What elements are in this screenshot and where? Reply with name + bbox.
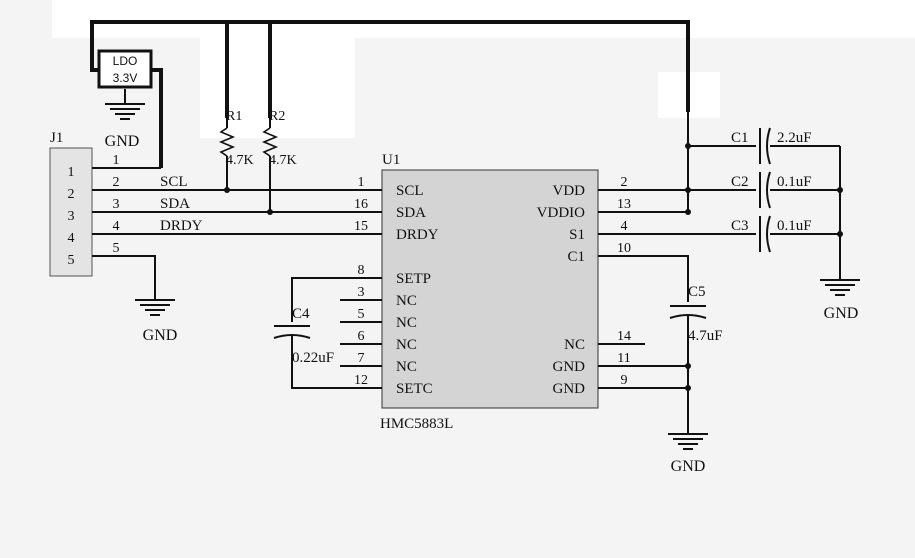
ground-symbol-bottom: [668, 433, 708, 450]
chip-left-pin-number: 16: [354, 197, 368, 212]
chip-right-pin-number: 13: [617, 197, 631, 212]
ldo-voltage-label: 3.3V: [113, 71, 138, 85]
chip-right-pin-number: 9: [621, 373, 628, 388]
chip-left-pin-name: NC: [396, 337, 417, 353]
j1-gnd-label: GND: [143, 327, 178, 344]
capacitor-c3: C3 0.1uF: [731, 215, 812, 253]
ground-symbol-ldo: [105, 103, 145, 120]
wire-pin-5-label: 5: [113, 241, 120, 256]
right-gnd-label: GND: [824, 305, 859, 322]
c5-ref-label: C5: [688, 284, 706, 300]
chip-left-pin-name: NC: [396, 359, 417, 375]
c1-ref-label: C1: [731, 130, 749, 146]
net-label-sda: SDA: [160, 196, 190, 212]
ground-symbol-j1: [135, 299, 175, 316]
chip-right-pin-number: 10: [617, 241, 631, 256]
net-label-scl: SCL: [160, 174, 188, 190]
chip-left-pin-name: DRDY: [396, 227, 439, 243]
chip-right-pin-name: VDDIO: [537, 205, 585, 221]
chip-right-pin-name: GND: [553, 381, 586, 397]
chip-part-label: HMC5883L: [380, 416, 453, 432]
right-junction-dots: [685, 143, 843, 391]
ldo-gnd-label: GND: [105, 133, 140, 150]
c3-value-label: 0.1uF: [777, 218, 812, 234]
chip-left-pin-number: 6: [358, 329, 365, 344]
chip-left-pin-number: 5: [358, 307, 365, 322]
chip-left-pin-number: 3: [358, 285, 365, 300]
power-rail: [90, 20, 690, 168]
j1-pin-4: 4: [68, 231, 75, 246]
chip-left-pin-number: 7: [358, 351, 365, 366]
chip-left-pin-name: SETC: [396, 381, 433, 397]
c3-ref-label: C3: [731, 218, 749, 234]
chip-left-pin-name: NC: [396, 293, 417, 309]
c4-ref-label: C4: [292, 306, 310, 322]
r2-ref-label: R2: [269, 109, 285, 124]
chip-right-pin-name: VDD: [553, 183, 586, 199]
r1-ref-label: R1: [226, 109, 242, 124]
j1-pin-5: 5: [68, 253, 75, 268]
wire-pin-3-label: 3: [113, 197, 120, 212]
r1-value-label: 4.7K: [226, 153, 254, 168]
bottom-gnd-label: GND: [671, 458, 706, 475]
wire-pin-4-label: 4: [113, 219, 120, 234]
chip-left-pin-number: 15: [354, 219, 368, 234]
junction-dots: [224, 187, 273, 215]
connector-j1: J1 1 2 3 4 5: [49, 130, 93, 277]
chip-left-pin-name: SCL: [396, 183, 424, 199]
j1-pin-1: 1: [68, 165, 75, 180]
j1-pin-2: 2: [68, 187, 75, 202]
chip-ref-label: U1: [382, 152, 400, 168]
c2-ref-label: C2: [731, 174, 749, 190]
chip-left-pin-name: SDA: [396, 205, 426, 221]
chip-left-pin-number: 1: [358, 175, 365, 190]
capacitor-c2: C2 0.1uF: [731, 171, 812, 209]
ldo-label: LDO: [113, 54, 138, 68]
chip-left-pin-name: NC: [396, 315, 417, 331]
chip-right-pin-number: 14: [617, 329, 631, 344]
c1-value-label: 2.2uF: [777, 130, 812, 146]
chip-right-pin-number: 2: [621, 175, 628, 190]
net-label-drdy: DRDY: [160, 218, 203, 234]
chip-right-pin-name: GND: [553, 359, 586, 375]
wire-pin-2-label: 2: [113, 175, 120, 190]
r2-value-label: 4.7K: [269, 153, 297, 168]
ldo-regulator: LDO 3.3V GND: [97, 49, 153, 150]
wire-pin-1-label: 1: [113, 153, 120, 168]
connector-wires: [92, 167, 382, 300]
resistor-r1: R1 4.7K: [218, 109, 254, 190]
capacitor-c5: C5 4.7uF: [640, 255, 723, 434]
j1-pin-3: 3: [68, 209, 75, 224]
c5-value-label: 4.7uF: [688, 328, 723, 344]
chip-right-pin-name: NC: [564, 337, 585, 353]
c4-value-label: 0.22uF: [292, 350, 334, 366]
right-rail: [640, 112, 841, 280]
chip-right-pin-name: S1: [569, 227, 585, 243]
chip-right-pin-number: 11: [617, 351, 630, 366]
j1-ref-label: J1: [50, 130, 63, 146]
chip-u1: U1 HMC5883L: [380, 152, 599, 432]
chip-left-pin-number: 12: [354, 373, 368, 388]
capacitor-c4: C4 0.22uF: [273, 277, 340, 389]
c2-value-label: 0.1uF: [777, 174, 812, 190]
ground-symbol-right: [820, 279, 860, 296]
chip-left-pin-number: 8: [358, 263, 365, 278]
resistor-r2: R2 4.7K: [261, 109, 297, 212]
wire-labels: 1 2 3 4 5 SCL SDA DRDY: [113, 153, 203, 256]
chip-right-pin-name: C1: [567, 249, 585, 265]
capacitor-c1: C1 2.2uF: [731, 127, 812, 165]
chip-left-pin-name: SETP: [396, 271, 431, 287]
chip-right-pin-number: 4: [621, 219, 628, 234]
